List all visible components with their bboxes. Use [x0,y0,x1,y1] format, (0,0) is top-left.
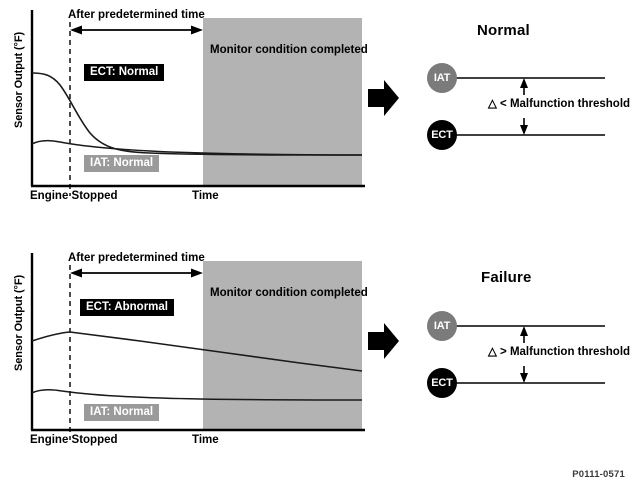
predetermined-time-label: After predetermined time [68,9,205,21]
chart-normal-graphic [30,10,365,196]
ect-series-tag: ECT: Abnormal [80,299,174,316]
result-title: Failure [481,269,532,286]
panel-failure: Sensor Output (°F) After predetermined t… [0,243,633,486]
chart-failure: Sensor Output (°F) After predetermined t… [0,243,380,486]
chart-failure-graphic [30,253,365,440]
panel-normal: Sensor Output (°F) After predetermined t… [0,0,631,243]
iat-series-tag: IAT: Normal [84,155,160,172]
figure-code: P0111-0571 [572,469,625,480]
time-axis-label: Time [192,434,219,446]
ect-badge: ECT [427,120,457,150]
monitor-region-label: Monitor condition completed [210,44,368,56]
result-normal-graphic [442,77,605,136]
time-axis-label: Time [192,190,219,202]
delta-double-arrow [520,326,528,383]
iat-badge: IAT [427,63,457,93]
chart-normal: Sensor Output (°F) After predetermined t… [0,0,380,243]
result-title: Normal [477,22,530,39]
iat-badge: IAT [427,311,457,341]
iat-series-tag: IAT: Normal [84,404,160,421]
monitor-region-shading [203,261,362,430]
delta-threshold-text: △ < Malfunction threshold [488,98,631,110]
ect-badge: ECT [427,368,457,398]
result-failure-graphic [442,325,605,384]
predetermined-time-arrow [70,25,203,35]
delta-threshold-text: △ > Malfunction threshold [488,346,631,358]
engine-stopped-label: Engine Stopped [30,190,118,202]
ect-series-tag: ECT: Normal [84,64,165,81]
engine-stopped-label: Engine Stopped [30,434,118,446]
flow-arrow-icon [368,80,399,116]
flow-arrow-icon [368,323,399,359]
y-axis-label: Sensor Output (°F) [13,274,25,372]
predetermined-time-arrow [70,268,203,278]
monitor-region-shading [203,18,362,186]
ect-curve [31,72,363,156]
predetermined-time-label: After predetermined time [68,252,205,264]
ect-curve [31,331,363,372]
y-axis-label: Sensor Output (°F) [13,31,25,129]
iat-curve [31,388,363,401]
monitor-region-label: Monitor condition completed [210,287,368,299]
delta-double-arrow [520,78,528,135]
